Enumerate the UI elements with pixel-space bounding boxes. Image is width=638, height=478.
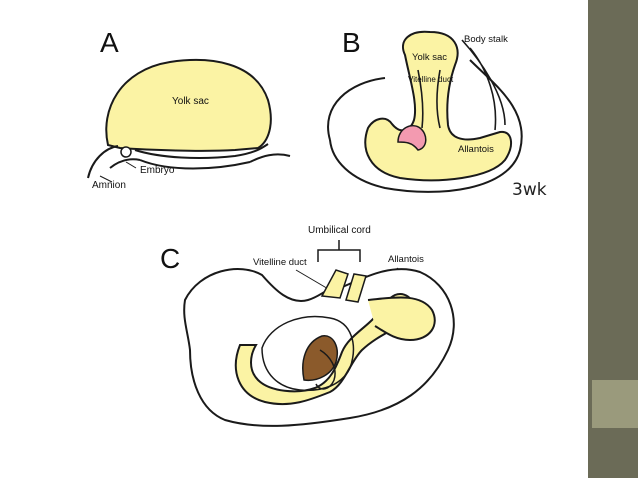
panel-a-letter: A <box>100 27 119 58</box>
panel-b-stage-label: 3wk <box>512 180 547 200</box>
panel-b-yolk-sac <box>364 30 512 182</box>
panel-b: B Yolk sac Body stalk Vitelline duct All… <box>327 27 547 200</box>
panel-b-label-yolk-sac: Yolk sac <box>412 52 447 63</box>
panel-b-label-vitelline-duct: Vitelline duct <box>408 75 454 84</box>
panel-a-amnion-pointer <box>99 175 113 183</box>
panel-c-gut-loop <box>315 349 336 390</box>
panel-b-heart <box>397 124 427 151</box>
panel-c-label-umbilical-cord: Umbilical cord <box>308 225 371 236</box>
panel-a-amnion <box>87 145 291 179</box>
panel-c: C Umbilical cord Vitelline duct Allantoi… <box>160 225 455 427</box>
panel-a-embryo <box>134 143 269 159</box>
panel-c-vitelline-pointer <box>295 269 331 291</box>
panel-c-label-allantois: Allantois <box>388 254 424 265</box>
panel-a-label-embryo: Embryo <box>140 165 175 176</box>
sidebar-accent-block <box>592 380 638 428</box>
panel-b-label-allantois: Allantois <box>458 144 494 155</box>
panel-b-vitelline-stalk <box>417 69 441 129</box>
panel-b-body-stalk <box>461 39 506 131</box>
panel-c-umbilical-bracket <box>317 240 361 262</box>
panel-c-embryo-outline <box>261 315 355 392</box>
panel-c-umbilical-cord <box>320 269 367 303</box>
panel-a-label-yolk-sac: Yolk sac <box>172 96 209 107</box>
panel-a-yolk-sac <box>105 59 272 152</box>
panel-c-label-vitelline-duct: Vitelline duct <box>253 257 307 268</box>
panel-a-embryo-lower <box>139 159 251 170</box>
panel-a-embryo-pointer <box>125 161 137 169</box>
panel-c-allantois-band <box>367 296 436 342</box>
panel-a-label-amnion: Amnion <box>92 180 126 191</box>
panel-c-letter: C <box>160 243 180 274</box>
panel-a-amnion-cavity <box>120 146 132 158</box>
panel-b-amnion-outer <box>327 59 523 193</box>
panel-b-letter: B <box>342 27 361 58</box>
panel-a: A Yolk sac Embryo Amnion <box>87 27 291 191</box>
panel-b-label-body-stalk: Body stalk <box>464 34 508 45</box>
panel-c-liver <box>302 335 338 382</box>
